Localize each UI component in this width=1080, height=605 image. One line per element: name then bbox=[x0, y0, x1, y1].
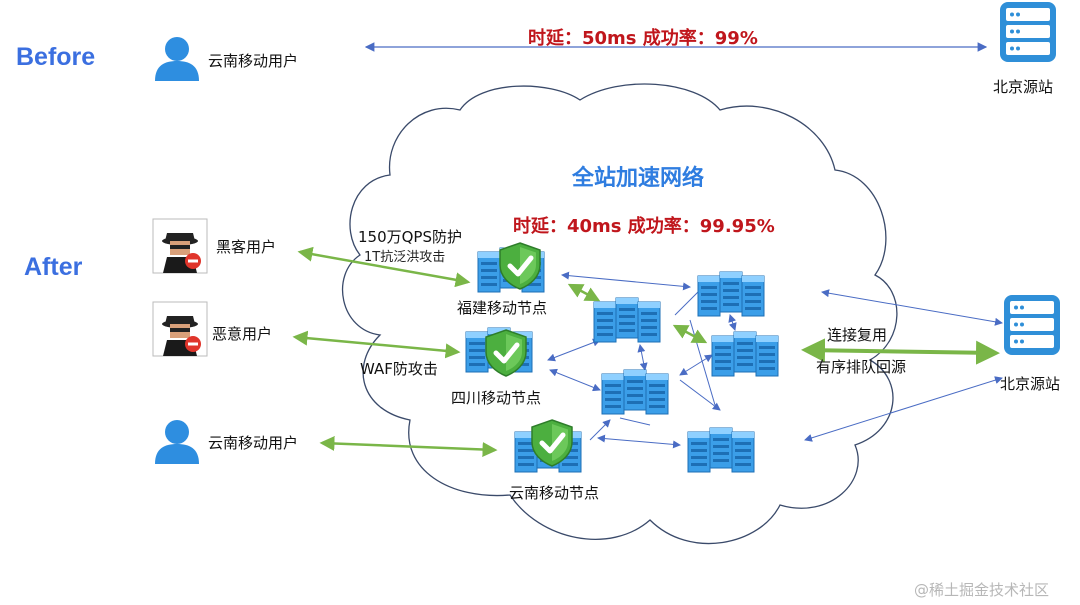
hacker-to-fujian-link bbox=[297, 246, 471, 288]
edge-to-origin-link-top bbox=[821, 289, 1003, 326]
malicious-to-sichuan-link bbox=[292, 330, 461, 359]
user-to-yunnan-link bbox=[319, 436, 498, 457]
watermark: @稀土掘金技术社区 bbox=[914, 581, 1050, 599]
relay-cluster-4 bbox=[602, 370, 668, 414]
relay-cluster-3 bbox=[712, 332, 778, 376]
before-metric: 时延：50ms 成功率：99% bbox=[528, 28, 758, 49]
after-user-person-icon bbox=[155, 420, 199, 464]
before-origin-label: 北京源站 bbox=[993, 78, 1054, 96]
flood-protection-label: 1T抗泛洪攻击 bbox=[364, 250, 446, 265]
waf-protection-label: WAF防攻击 bbox=[360, 360, 438, 378]
hacker-avatar-icon bbox=[152, 218, 208, 274]
after-user-label: 云南移动用户 bbox=[208, 434, 299, 452]
before-section-label: Before bbox=[16, 43, 96, 71]
yunnan-node-label: 云南移动节点 bbox=[509, 484, 600, 502]
before-origin-server-icon bbox=[1000, 2, 1056, 62]
after-origin-server-icon bbox=[1004, 295, 1060, 355]
hacker-user-label: 黑客用户 bbox=[216, 238, 277, 256]
hub-to-origin-node-green-link bbox=[672, 324, 708, 344]
network-title: 全站加速网络 bbox=[572, 166, 705, 191]
fujian-to-hub-green-link bbox=[567, 283, 601, 302]
before-user-label: 云南移动用户 bbox=[208, 52, 299, 70]
connection-reuse-label: 连接复用 bbox=[827, 326, 888, 344]
relay-cluster-1 bbox=[594, 298, 660, 342]
ddos-protection-label: 150万QPS防护 bbox=[358, 228, 463, 246]
malicious-user-label: 恶意用户 bbox=[212, 325, 273, 343]
malicious-avatar-icon bbox=[152, 301, 208, 357]
sichuan-node-label: 四川移动节点 bbox=[451, 389, 542, 407]
after-origin-label: 北京源站 bbox=[1000, 375, 1061, 393]
edge-to-origin-link-bottom bbox=[804, 376, 1003, 442]
relay-cluster-2 bbox=[698, 272, 764, 316]
fujian-node-label: 福建移动节点 bbox=[457, 299, 548, 317]
relay-cluster-5 bbox=[688, 428, 754, 472]
ordered-queue-label: 有序排队回源 bbox=[816, 358, 907, 376]
after-metric: 时延：40ms 成功率：99.95% bbox=[513, 216, 775, 237]
connection-reuse-link bbox=[801, 338, 1000, 365]
before-user-person-icon bbox=[155, 37, 199, 81]
after-section-label: After bbox=[24, 253, 83, 281]
internal-mesh-links bbox=[547, 271, 737, 449]
